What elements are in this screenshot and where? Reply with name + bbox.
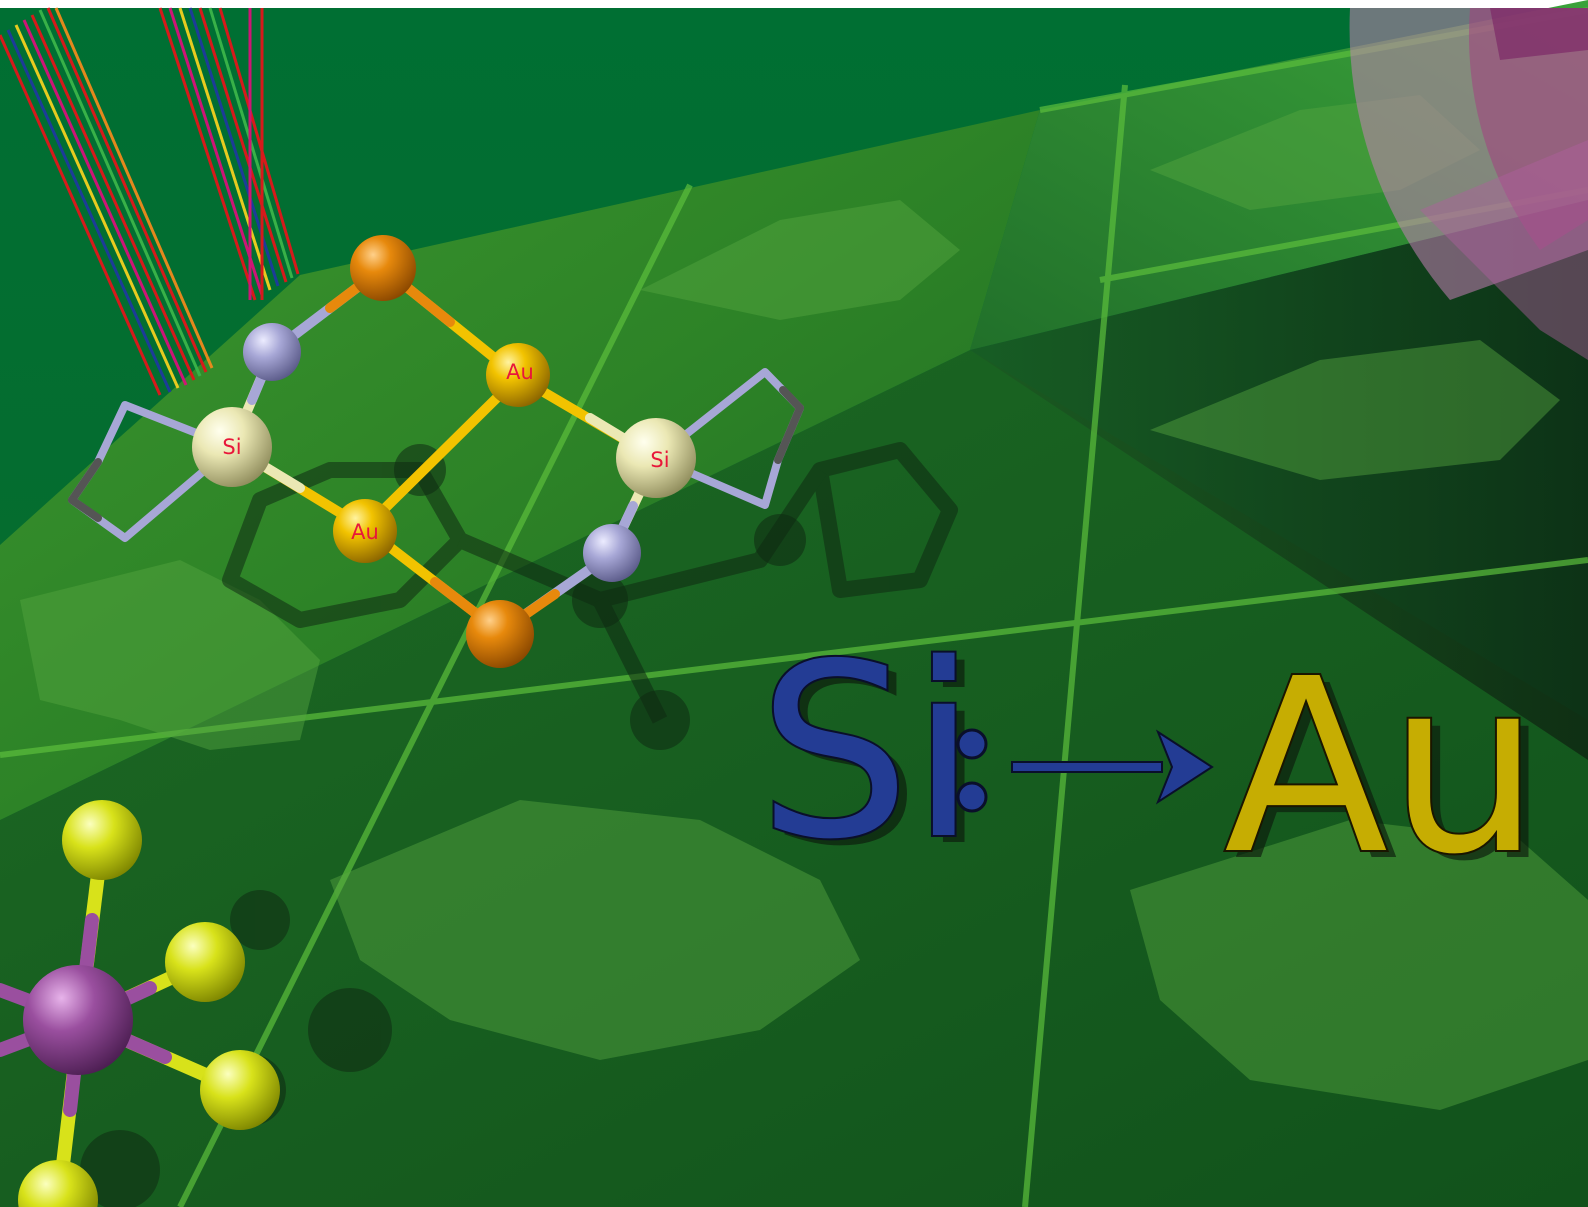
tilted-plane — [0, 110, 1040, 820]
phosphorus-atom-bottom — [466, 600, 534, 668]
au-bottom-label: Au — [351, 520, 379, 544]
fluorine-atom — [165, 922, 245, 1002]
silicon-atom-right — [616, 418, 696, 498]
title-au: Au — [1224, 627, 1540, 907]
shadow-face — [970, 200, 1588, 760]
si-left-label: Si — [222, 435, 241, 459]
fluorine-atom — [18, 1160, 98, 1207]
arrow-icon — [1011, 729, 1214, 805]
title-au-shadow: Au — [1234, 634, 1550, 914]
title-si-shadow: Si — [768, 619, 987, 899]
au-top-label: Au — [506, 360, 534, 384]
silicon-atom-left — [192, 407, 272, 487]
gold-atom-bottom — [333, 499, 397, 563]
colour-ray-bundle-right — [158, 7, 300, 301]
fluorine-atom — [200, 1050, 280, 1130]
si-right-label: Si — [650, 448, 669, 472]
phosphorus-atom-top — [350, 235, 416, 301]
molecule-atoms — [192, 235, 696, 668]
colon-dot-bottom — [956, 781, 988, 813]
ground-plane — [0, 350, 1588, 1207]
fluorine-atom — [62, 800, 142, 880]
title-si: Si — [758, 612, 977, 892]
title-group: Si Si Au Au — [756, 610, 1550, 914]
colon-dot-top — [956, 728, 988, 760]
nitrogen-atom-left — [243, 323, 301, 381]
anion-atoms — [18, 800, 280, 1207]
molecule-silhouettes — [20, 95, 1588, 1110]
gold-atom-top — [486, 343, 550, 407]
top-border — [0, 0, 1588, 8]
nitrogen-atom-right — [583, 524, 641, 582]
molecule-shadow-atoms — [80, 444, 806, 1207]
central-atom — [23, 965, 133, 1075]
pink-arcs — [1349, 8, 1588, 360]
colour-ray-bundle-left — [0, 7, 214, 396]
